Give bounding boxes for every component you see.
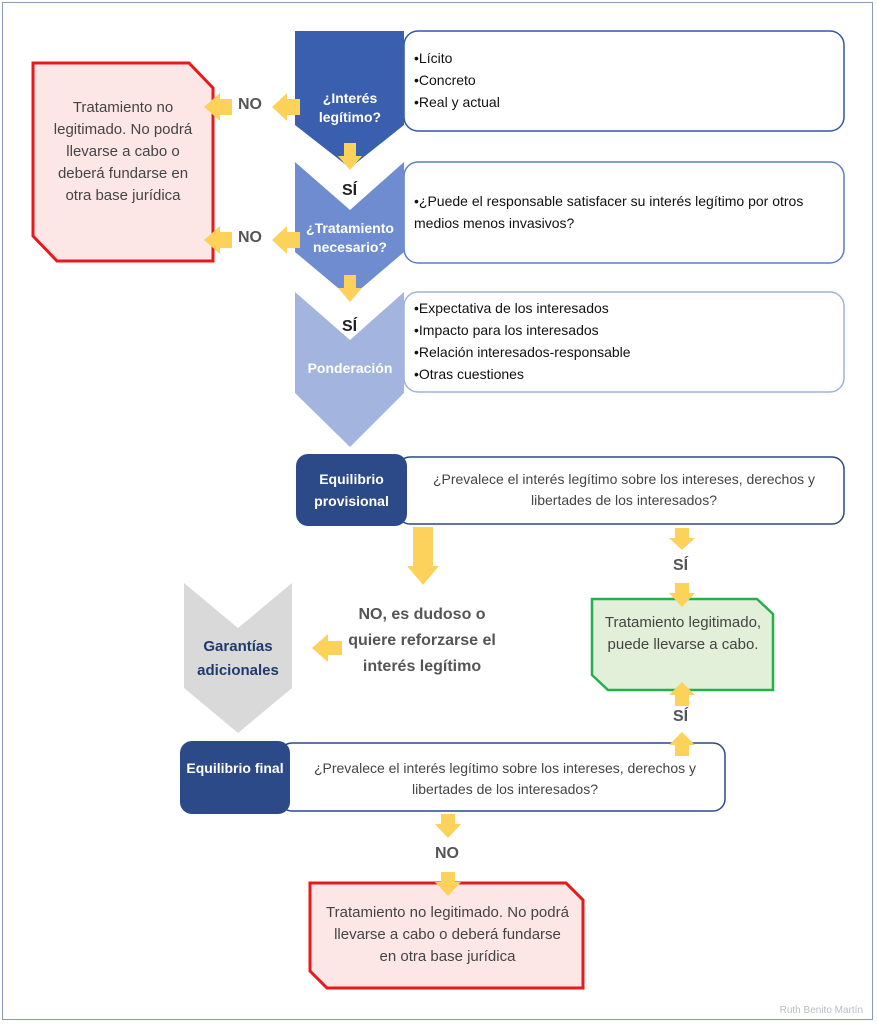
arrow-left-no-2 xyxy=(272,226,300,254)
arrow-left-no-1 xyxy=(272,93,300,121)
arrow-up-si-final-2 xyxy=(669,732,695,756)
final-reject-box-shape xyxy=(308,881,585,990)
arrow-left-garantias xyxy=(312,634,342,662)
arrow-down-si-1 xyxy=(338,143,362,170)
list-item: •Impacto para los interesados xyxy=(414,322,599,338)
si-label-provisional: SÍ xyxy=(673,557,689,574)
question-final: ¿Prevalece el interés legítimo sobre los… xyxy=(313,760,697,797)
list-interes: •Lícito •Concreto •Real y actual xyxy=(414,47,500,113)
box-provisional-label xyxy=(296,454,407,526)
arrow-down-no-dudoso xyxy=(407,527,439,585)
list-item: •Relación interesados-responsable xyxy=(414,344,631,360)
label-equilibrio-provisional: Equilibrio provisional xyxy=(314,471,389,509)
chevron-interes xyxy=(295,31,404,168)
list-item: •Concreto xyxy=(414,72,476,88)
si-label-1: SÍ xyxy=(342,182,358,199)
list-item: •Real y actual xyxy=(414,94,500,110)
no-label-final: NO xyxy=(435,845,459,862)
dudoso-text: NO, es dudoso o quiere reforzarse el int… xyxy=(348,606,496,675)
list-ponderacion: •Expectativa de los interesados •Impacto… xyxy=(414,297,631,385)
list-necesario: •¿Puede el responsable satisfacer su int… xyxy=(414,190,824,234)
arrow-down-no-final-2 xyxy=(435,872,461,896)
no-label-1: NO xyxy=(238,96,262,113)
legitimado-box-shape xyxy=(590,597,775,692)
list-item: •Lícito xyxy=(414,50,453,66)
arrow-left-no-2b xyxy=(204,226,232,254)
label-garantias: Garantías adicionales xyxy=(197,638,279,679)
box-final-label xyxy=(180,741,290,814)
question-provisional: ¿Prevalece el interés legítimo sobre los… xyxy=(432,471,816,508)
legitimado-text: Tratamiento legitimado, puede llevarse a… xyxy=(604,614,762,653)
si-label-final: SÍ xyxy=(673,708,689,725)
reject-box-text: Tratamiento no legitimado. No podrá llev… xyxy=(53,99,193,204)
chevron-garantias xyxy=(184,583,292,733)
author-credit: Ruth Benito Martín xyxy=(779,1005,863,1016)
list-item: •Expectativa de los interesados xyxy=(414,300,609,316)
arrow-down-si-prov-2 xyxy=(669,583,695,607)
list-item: •¿Puede el responsable satisfacer su int… xyxy=(414,193,804,231)
arrow-down-si-prov xyxy=(669,528,695,550)
arrow-down-no-final-1 xyxy=(435,814,461,838)
si-label-2: SÍ xyxy=(342,318,358,335)
label-ponderacion: Ponderación xyxy=(307,360,393,376)
label-interes: ¿Interés legítimo? xyxy=(318,90,382,125)
no-label-2: NO xyxy=(238,229,262,246)
reject-box-shape xyxy=(31,61,215,263)
list-item: •Otras cuestiones xyxy=(414,366,524,382)
chevron-necesario xyxy=(295,162,404,298)
chevron-ponderacion xyxy=(295,292,404,447)
arrow-down-si-2 xyxy=(338,275,362,302)
final-reject-text: Tratamiento no legitimado. No podrá llev… xyxy=(326,904,569,965)
label-necesario: ¿Tratamiento necesario? xyxy=(306,220,394,255)
arrow-left-no-1b xyxy=(204,93,232,121)
arrow-up-si-final-1 xyxy=(669,682,695,706)
label-equilibrio-final: Equilibrio final xyxy=(186,760,284,776)
